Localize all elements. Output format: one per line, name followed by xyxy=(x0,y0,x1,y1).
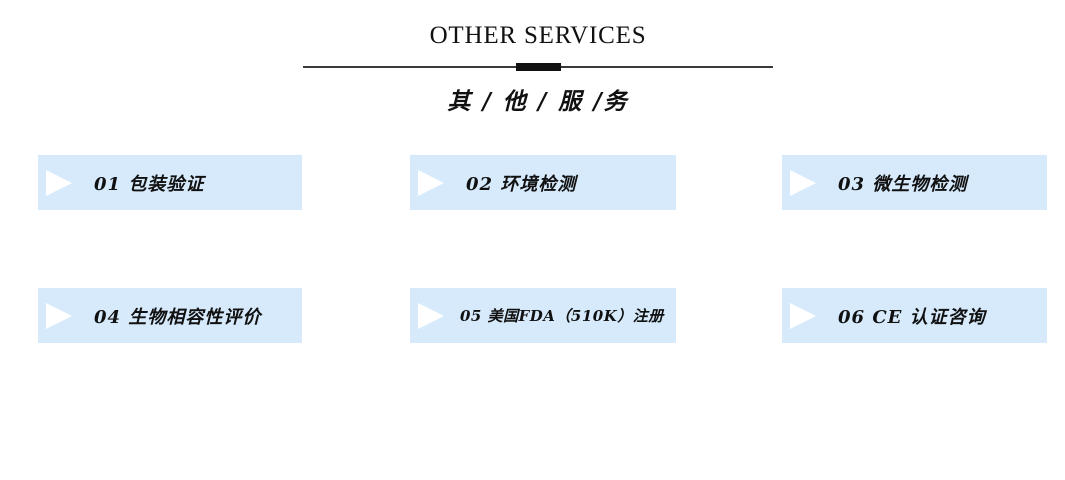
play-triangle-icon xyxy=(46,302,72,329)
service-card-label: 02 环境检测 xyxy=(466,173,577,195)
service-card-04[interactable]: 04 生物相容性评价 xyxy=(38,288,302,343)
page-header: OTHER SERVICES 其 / 他 / 服 /务 xyxy=(0,0,1065,135)
service-card-03[interactable]: 03 微生物检测 xyxy=(782,155,1047,210)
play-triangle-icon xyxy=(418,169,444,196)
service-card-06[interactable]: 06 CE 认证咨询 xyxy=(782,288,1047,343)
play-triangle-icon xyxy=(46,169,72,196)
header-divider-center-bar xyxy=(516,63,561,71)
service-card-label: 03 微生物检测 xyxy=(838,173,968,195)
service-card-label: 06 CE 认证咨询 xyxy=(838,306,986,328)
service-card-label: 05 美国FDA（510K）注册 xyxy=(460,307,664,325)
page-subtitle: 其 / 他 / 服 /务 xyxy=(447,88,629,115)
play-triangle-icon xyxy=(418,302,444,329)
play-triangle-icon xyxy=(790,302,816,329)
service-card-02[interactable]: 02 环境检测 xyxy=(410,155,676,210)
service-card-label: 01 包装验证 xyxy=(94,173,205,195)
service-card-05[interactable]: 05 美国FDA（510K）注册 xyxy=(410,288,676,343)
service-card-label: 04 生物相容性评价 xyxy=(94,306,262,328)
page-title: OTHER SERVICES xyxy=(429,22,647,49)
play-triangle-icon xyxy=(790,169,816,196)
service-card-01[interactable]: 01 包装验证 xyxy=(38,155,302,210)
